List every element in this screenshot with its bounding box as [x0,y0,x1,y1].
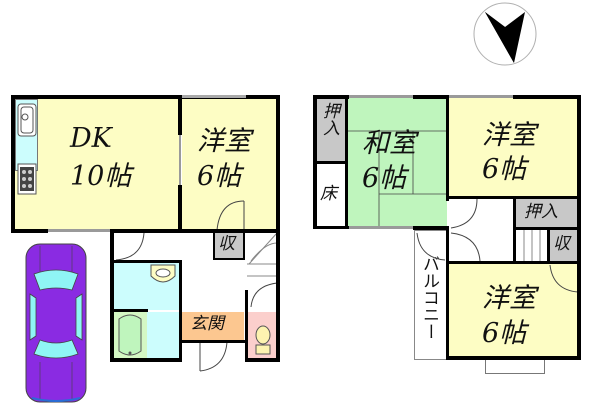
wall [11,95,15,233]
wall [245,358,280,362]
japanese-room-size: 6帖 [362,163,407,194]
dk-name: DK [70,123,112,154]
compass [472,2,538,68]
wall [110,358,182,362]
dk-size-text: 10帖 [70,161,132,192]
wall [413,226,449,230]
western-top-size: 6帖 [482,154,527,185]
stairs-icon [515,230,549,262]
door-swing-icon [416,232,446,261]
door-swing-icon [216,200,245,231]
closet-left-label: 押入 [319,102,339,136]
wall [178,95,182,135]
floor-1: DK 10帖 洋室 6帖 収 玄関 [11,95,280,403]
door-swing-icon [450,198,478,229]
wall [313,161,347,164]
window [48,229,110,232]
window [182,95,246,98]
wall [446,97,449,201]
room-dk [13,97,179,231]
western-1f-size: 6帖 [197,161,242,192]
balcony-label: バルコニー [419,255,439,340]
dk-label: DK [70,125,112,152]
room-japanese [347,97,447,226]
entrance [182,312,244,340]
alcove-label: 床 [320,184,337,204]
door-swing-icon [450,232,481,262]
sink-icon [150,264,176,283]
bay-window [485,358,545,374]
toilet-icon [255,325,271,355]
window [349,226,413,229]
bathtub-icon [118,314,142,356]
dk-size: 10帖 [70,163,131,190]
stove-icon [17,163,37,195]
kitchen-sink-icon [17,103,37,137]
room-western-2f-bottom [449,264,579,358]
wall [245,290,248,362]
dressing-area [147,312,181,360]
wall [513,95,581,99]
wall [313,95,349,99]
wall [178,185,182,231]
closet-right-2f [515,198,579,227]
closet-left-2f [315,97,347,161]
wall [179,260,182,360]
wall [110,229,280,233]
wall [110,229,114,362]
window [349,95,413,98]
storage-2f [549,230,579,262]
storage-1f-label: 収 [218,234,235,254]
window [179,135,181,185]
alcove-2f [315,164,347,226]
closet-right-label: 押入 [524,202,558,222]
wall [313,226,349,229]
tatami-lines [347,130,447,226]
western-bottom-size: 6帖 [482,318,527,349]
wall [547,227,550,262]
room-western-2f-top [449,97,579,196]
wall [182,340,246,343]
wall [446,356,581,360]
entry-door-icon [199,341,228,372]
wall [345,97,348,228]
north-arrow-icon [473,2,537,66]
door-swing-icon [115,232,145,261]
wall [276,95,280,360]
entrance-label: 玄関 [190,314,224,334]
japanese-room-name: 和室 [362,128,416,159]
wall [110,260,182,263]
storage-2f-label: 収 [553,234,570,254]
western-top-name: 洋室 [482,120,536,151]
door-swing-icon [549,264,579,293]
balcony [414,230,447,360]
wall [446,261,581,264]
car-icon [25,243,87,403]
wall [11,95,280,99]
window [449,95,513,98]
storage-1f [213,231,245,260]
wall [11,229,48,233]
western-bottom-name: 洋室 [482,283,536,314]
western-1f-name: 洋室 [197,126,251,157]
room-western-1f [182,97,278,231]
wall [413,95,449,99]
wall [110,309,148,312]
wall [446,230,449,360]
hallway-2f [449,198,513,262]
